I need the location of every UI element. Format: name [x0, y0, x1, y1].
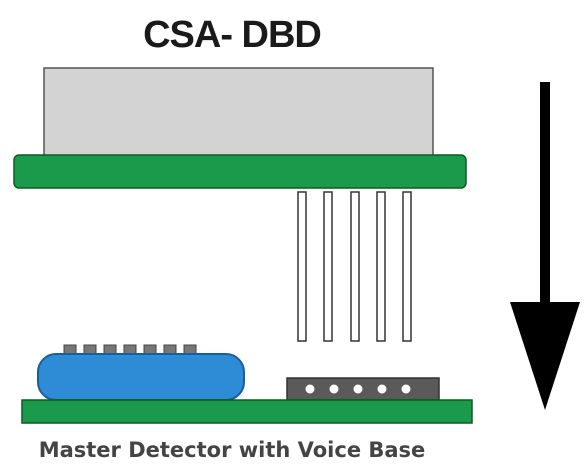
header-pin — [376, 191, 386, 342]
diagram-caption: Master Detector with Voice Base — [39, 438, 426, 462]
header-pin — [402, 191, 412, 342]
diagram-title: CSA- DBD — [143, 14, 321, 56]
socket-hole — [377, 384, 387, 394]
voice-base-assembly — [21, 344, 473, 424]
socket-hole — [401, 384, 411, 394]
socket-hole — [329, 384, 339, 394]
module-pcb — [13, 154, 467, 189]
module-assembly — [13, 67, 467, 342]
socket-hole — [353, 384, 363, 394]
header-pins — [297, 191, 412, 342]
header-pin — [323, 191, 333, 342]
voice-chip — [37, 353, 245, 401]
pin-socket — [286, 377, 440, 401]
base-pcb — [21, 399, 473, 424]
module-body — [43, 67, 434, 158]
header-pin — [350, 191, 360, 342]
down-arrow-icon — [510, 82, 580, 410]
socket-hole — [305, 384, 315, 394]
header-pin — [297, 191, 307, 342]
